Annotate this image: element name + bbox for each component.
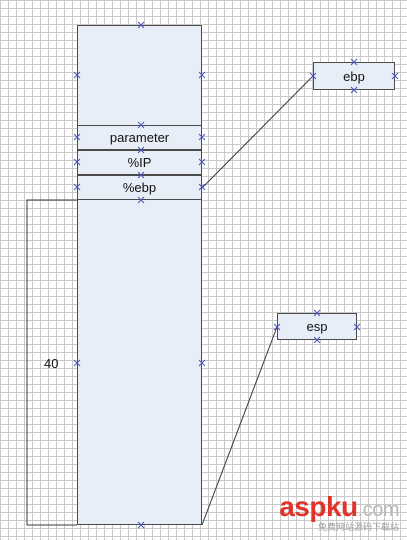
stack-slot-parameter: parameter (77, 125, 202, 150)
watermark-brand-text: aspku (279, 491, 358, 522)
watermark-subtitle: 免费网站源码下载站 (317, 522, 399, 532)
stack-slot-ip: %IP (77, 150, 202, 175)
ebp-register-box: ebp (313, 62, 395, 90)
esp-register-box: esp (277, 313, 357, 340)
esp-register-label: esp (306, 319, 328, 334)
watermark-domain-suffix: .com (357, 499, 400, 521)
stack-slot-label: %IP (127, 155, 152, 170)
esp-pointer-line (201, 326, 278, 526)
watermark: aspku.com 免费网站源码下载站 (279, 493, 399, 532)
stack-slot-ebp: %ebp (77, 175, 202, 200)
frame-size-label: 40 (44, 356, 59, 371)
stack-memory-block (77, 25, 202, 525)
stack-slot-label: parameter (109, 130, 170, 145)
watermark-brand: aspku.com (279, 493, 399, 521)
ebp-register-label: ebp (343, 68, 365, 84)
ebp-pointer-line (201, 75, 314, 189)
stack-slot-label: %ebp (122, 180, 157, 195)
